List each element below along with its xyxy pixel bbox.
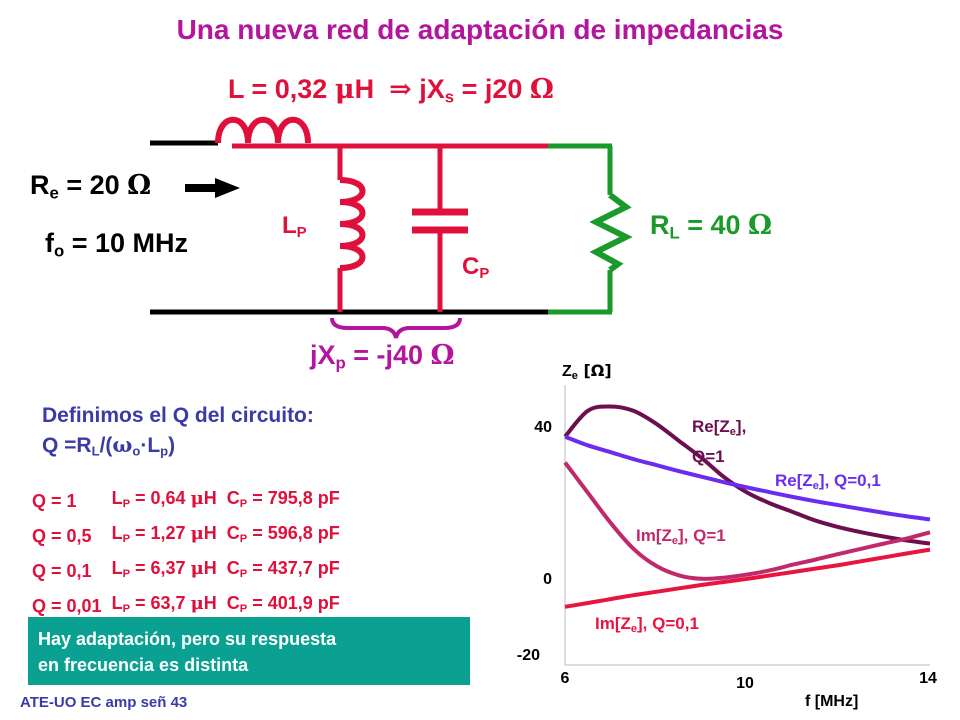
q-value: Q = 1: [32, 491, 77, 512]
x-tick-14: 14: [919, 670, 937, 687]
q-values-table: Q = 1 LP = 0,64 μH CP = 795,8 pF Q = 0,5 LP …: [32, 486, 350, 626]
cp-value: CP = 437,7 pF: [226, 558, 340, 581]
lp-value: LP = 0,64 μH: [111, 488, 217, 511]
parallel-reactance-label: jXp = -j40 Ω: [310, 340, 455, 373]
q-value: Q = 0,01: [32, 596, 102, 617]
x-tick-10: 10: [736, 675, 754, 692]
lp-value: LP = 63,7 μH: [111, 593, 217, 616]
footer-reference: ATE-UO EC amp señ 43: [20, 694, 188, 711]
x-tick-6: 6: [561, 670, 570, 687]
lp-coil: [339, 177, 366, 271]
label-re-q1-line2: Q=1: [692, 447, 725, 466]
series-inductor-label: L = 0,32 μH ⇒ jXs = j20 Ω: [228, 74, 554, 107]
series-inductor: [215, 116, 311, 144]
q-formula: Q =RL/(ωo·Lp): [42, 432, 176, 459]
series-im-q1: [563, 461, 931, 581]
q-value: Q = 0,1: [32, 561, 92, 582]
table-row: Q = 1 LP = 0,64 μH CP = 795,8 pF: [32, 486, 350, 521]
cp-value: CP = 401,9 pF: [226, 593, 340, 616]
lp-value: LP = 1,27 μH: [111, 523, 217, 546]
lp-value: LP = 6,37 μH: [111, 558, 217, 581]
label-re-q1: Re[Ze],: [692, 417, 746, 438]
table-row: Q = 0,5 LP = 1,27 μH CP = 596,8 pF: [32, 521, 350, 556]
table-row: Q = 0,01 LP = 63,7 μH CP = 401,9 pF: [32, 591, 350, 626]
series-re-q01: [564, 434, 931, 522]
y-tick-neg20: -20: [517, 647, 540, 664]
label-re-q01: Re[Ze], Q=0,1: [775, 471, 881, 492]
definition-heading: Definimos el Q del circuito:: [42, 404, 314, 427]
load-resistance-label: RL = 40 Ω: [650, 210, 773, 243]
y-tick-40: 40: [534, 419, 552, 436]
y-tick-0: 0: [543, 571, 552, 588]
table-row: Q = 0,1 LP = 6,37 μH CP = 437,7 pF: [32, 556, 350, 591]
rl-zigzag: [589, 192, 633, 273]
lp-label: LP: [282, 212, 307, 242]
label-im-q01: Im[Ze], Q=0,1: [595, 614, 699, 635]
series-im-q01: [564, 547, 931, 609]
frequency-label: fo = 10 MHz: [45, 228, 189, 261]
y-axis-label: Ze [Ω]: [562, 361, 612, 382]
chart: 40 0 -20 6 10 14 f [MHz] Ze [Ω] Re[Ze], …: [517, 361, 937, 710]
label-im-q1: Im[Ze], Q=1: [636, 526, 726, 547]
page-title: Una nueva red de adaptación de impedanci…: [176, 14, 784, 45]
cp-label: CP: [462, 253, 490, 283]
circuit: [150, 116, 633, 339]
cp-value: CP = 795,8 pF: [226, 488, 340, 511]
cp-value: CP = 596,8 pF: [226, 523, 340, 546]
jxp-brace: [330, 317, 462, 339]
x-axis-label: f [MHz]: [805, 693, 858, 710]
series-re-q1: [563, 404, 931, 546]
input-arrow-head: [215, 178, 240, 198]
source-resistance-label: Re = 20 Ω: [30, 170, 152, 203]
q-value: Q = 0,5: [32, 526, 92, 547]
